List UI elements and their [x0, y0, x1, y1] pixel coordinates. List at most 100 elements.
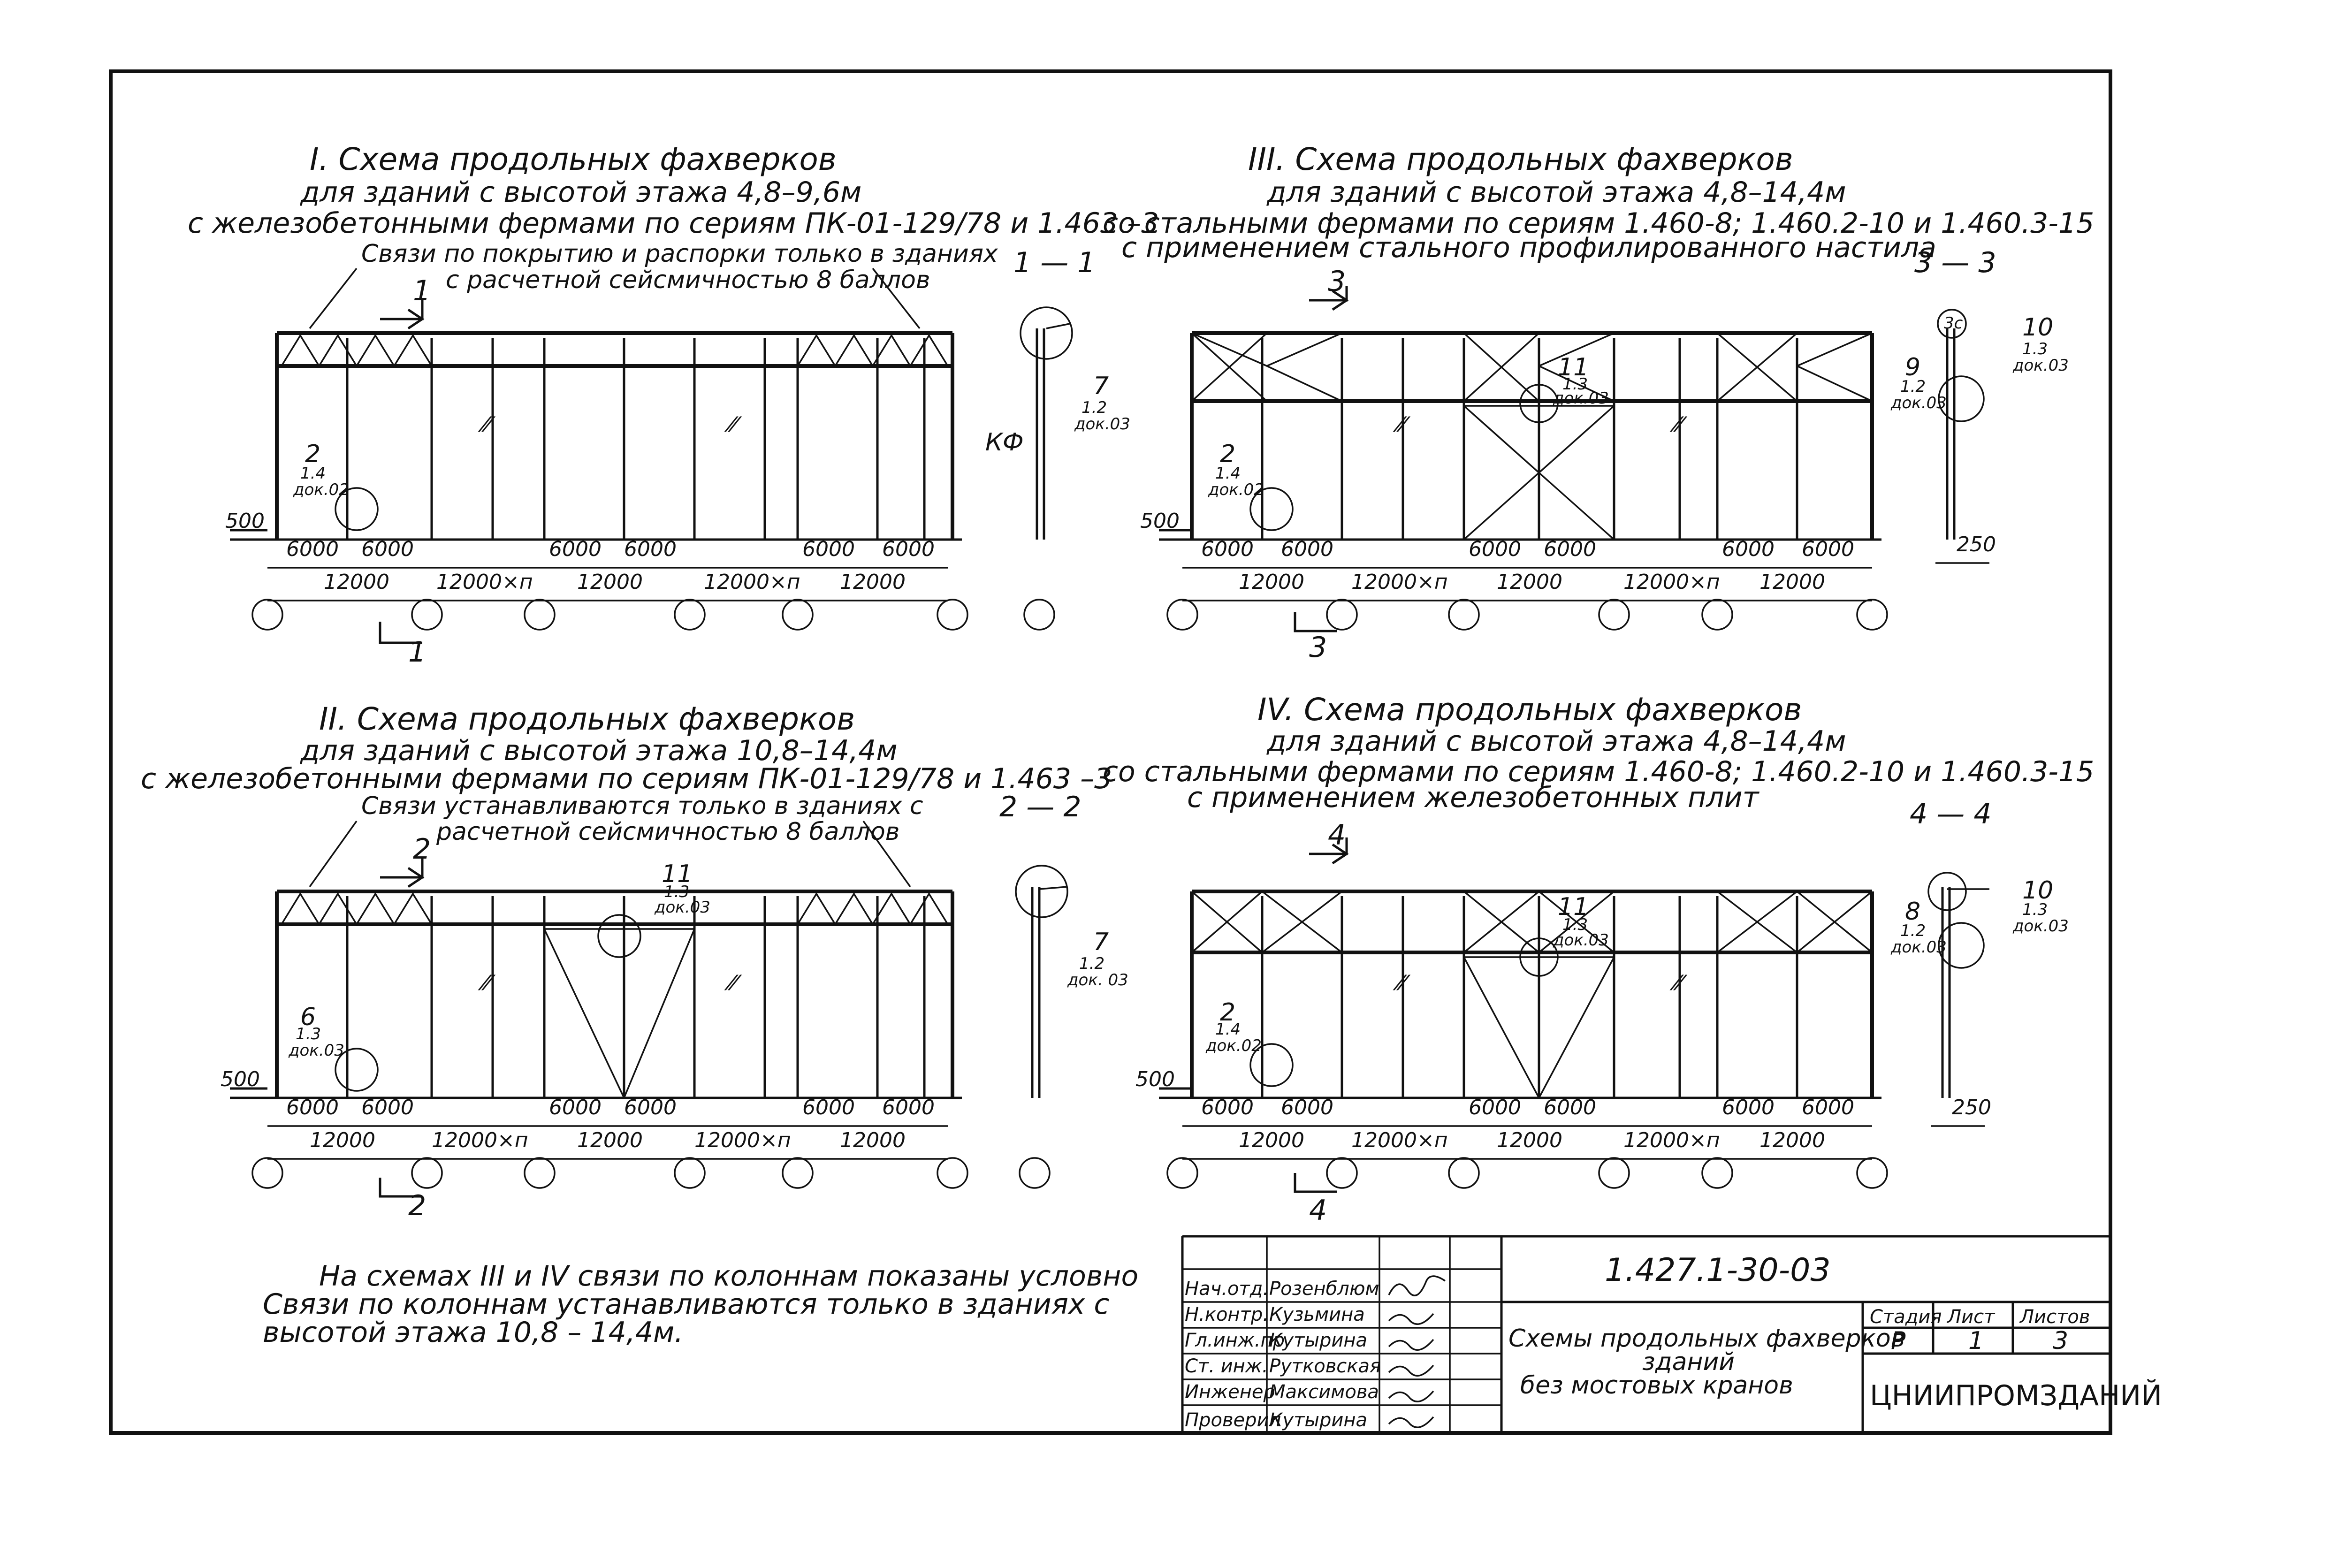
scheme-4-detail-d-doc: док.03: [1890, 938, 1947, 957]
dim-label: 12000: [840, 1128, 906, 1152]
dim-label: 6000: [882, 1096, 935, 1119]
name-2: Кутырина: [1269, 1330, 1367, 1351]
dim-label: 12000×п: [1623, 1128, 1720, 1152]
section-4-4-detail-circle: [1938, 922, 1985, 969]
section-2-mark-bottom: 2: [408, 1189, 426, 1222]
dim-label: 12000: [324, 570, 389, 594]
scheme-3-detail-e-sheet: 1.3: [2022, 340, 2048, 358]
section-1-arrow: [380, 300, 425, 330]
footnote: На схемах III и IV связи по колоннам пок…: [263, 1260, 1138, 1349]
scheme-1-columns: [346, 338, 926, 540]
doc-title-2: зданий: [1642, 1348, 1735, 1376]
name-5: Кутырина: [1269, 1409, 1367, 1431]
scheme-3-dim-lines: [1182, 567, 1872, 601]
dim-label: 12000×п: [432, 1128, 528, 1152]
scheme-2-detail-b-doc: док. 03: [1067, 971, 1128, 990]
scheme-1-ground: [230, 529, 962, 541]
scheme-4-detail-e-doc: док.03: [2012, 917, 2069, 936]
scheme-1: I. Схема продольных фахверков для зданий…: [188, 141, 1159, 669]
scheme-2-detail-c-num: 11: [662, 860, 693, 888]
role-2: Гл.инж.пр.: [1185, 1330, 1291, 1351]
scheme-1-detail-b-sheet: 1.2: [1082, 398, 1107, 417]
dim-label: 6000: [1201, 1096, 1254, 1119]
dim-label: 6000: [1281, 1096, 1333, 1119]
scheme-4-detail-a-doc: док.02: [1205, 1036, 1262, 1055]
scheme-3-frame: [1190, 331, 1874, 540]
scheme-4-axis-markers: [1166, 1157, 1888, 1189]
section-4-4-top-circle: [1927, 872, 1967, 911]
scheme-1-detail-b-doc: док.03: [1074, 415, 1130, 434]
scheme-2-bracing-note-2: расчетной сейсмичностью 8 баллов: [436, 818, 899, 846]
organization: ЦНИИПРОМЗДАНИЙ: [1870, 1378, 2162, 1412]
dim-label: 6000: [1802, 1096, 1854, 1119]
scheme-3-series: со стальными фермами по сериям 1.460-8; …: [1103, 207, 2094, 240]
scheme-3-detail-c-sheet: 1.3: [1562, 375, 1588, 394]
dim-label: 12000×п: [1623, 570, 1720, 594]
dim-label: 6000: [549, 1096, 602, 1119]
stage-value: Р: [1891, 1327, 1906, 1355]
scheme-4-series: со стальными фермами по сериям 1.460-8; …: [1103, 755, 2094, 788]
dim-label: 12000: [840, 570, 906, 594]
scheme-4-detail-d-sheet: 1.2: [1900, 921, 1926, 940]
break-mark: ⁄⁄: [724, 413, 742, 437]
scheme-4-deck: с применением железобетонных плит: [1187, 781, 1760, 814]
scheme-3-detail-c-doc: док.03: [1553, 389, 1609, 408]
section-3-3-dim-label: 250: [1957, 533, 1996, 556]
scheme-4-detail-c-sheet: 1.3: [1562, 915, 1588, 934]
dim-label: 6000: [1544, 537, 1596, 561]
section-3-3-detail-circle: [1938, 375, 1985, 422]
dim-label: 12000: [1239, 570, 1304, 594]
scheme-4: IV. Схема продольных фахверков для здани…: [1103, 692, 2094, 1227]
sheet-header: Лист: [1946, 1306, 1996, 1328]
scheme-3-deck: с применением стального профилированного…: [1121, 231, 1936, 264]
scheme-4-roof-bracing: [1191, 891, 1873, 953]
dim-label: 6000: [1469, 1096, 1521, 1119]
section-3-mark-top: 3: [1328, 265, 1346, 298]
section-3-arrow-bottom: [1294, 612, 1337, 632]
scheme-1-frame: [275, 331, 954, 540]
stage-header: Стадия: [1870, 1306, 1942, 1328]
scheme-3-detail-c-num: 11: [1558, 353, 1589, 381]
break-mark: ⁄⁄: [1393, 413, 1410, 437]
scheme-4-title: IV. Схема продольных фахверков: [1257, 692, 1802, 728]
dim-label: 6000: [1722, 1096, 1775, 1119]
section-1-1-label: 1 — 1: [1013, 246, 1096, 279]
name-3: Рутковская: [1269, 1355, 1381, 1377]
scheme-2-subtitle: для зданий с высотой этажа 10,8–14,4м: [300, 734, 898, 767]
scheme-1-title: I. Схема продольных фахверков: [310, 141, 837, 177]
footnote-line-2: Связи по колоннам устанавливаются только…: [263, 1288, 1109, 1321]
role-4: Инженер: [1185, 1381, 1275, 1403]
role-3: Ст. инж.: [1185, 1355, 1268, 1377]
scheme-1-subtitle: для зданий с высотой этажа 4,8–9,6м: [300, 176, 861, 209]
title-block-grid: [1181, 1235, 2110, 1433]
scheme-4-detail-a-sheet: 1.4: [1215, 1020, 1241, 1039]
dim-label: 6000: [286, 537, 339, 561]
doc-title-3: без мостовых кранов: [1520, 1371, 1793, 1400]
scheme-4-dim-lines: [1182, 1125, 1872, 1160]
section-4-mark-bottom: 4: [1309, 1194, 1327, 1227]
dim-label: 12000×п: [694, 1128, 791, 1152]
signature: [1388, 1364, 1434, 1377]
section-3-mark-bottom: 3: [1309, 631, 1327, 664]
scheme-2-detail-b-num: 7: [1093, 928, 1109, 956]
detail-circle: [335, 487, 379, 531]
scheme-1-dim-lines: [267, 567, 948, 601]
scheme-3-detail-d-doc: док.03: [1890, 394, 1947, 412]
section-2-arrow: [380, 859, 425, 888]
footnote-line-1: На схемах III и IV связи по колоннам пок…: [319, 1260, 1138, 1293]
scheme-2-series: с железобетонными фермами по сериям ПК-0…: [141, 762, 1112, 795]
dim-label: 12000: [577, 1128, 643, 1152]
name-4: Максимова: [1269, 1381, 1379, 1403]
dim-label: 12000: [577, 570, 643, 594]
sheet-frame: [109, 69, 2112, 1435]
section-3-3-top-circle: [1937, 309, 1967, 339]
scheme-1-detail-a-doc: док.02: [293, 480, 349, 499]
scheme-2-ground: [230, 1087, 962, 1099]
detail-circle: [1519, 384, 1559, 423]
scheme-4-ground: [1159, 1087, 1881, 1099]
scheme-1-offset: 500: [225, 509, 265, 533]
scheme-4-columns: [1261, 896, 1798, 1098]
scheme-1-truss-bracing: [281, 334, 949, 368]
break-mark: ⁄⁄: [1669, 971, 1687, 995]
